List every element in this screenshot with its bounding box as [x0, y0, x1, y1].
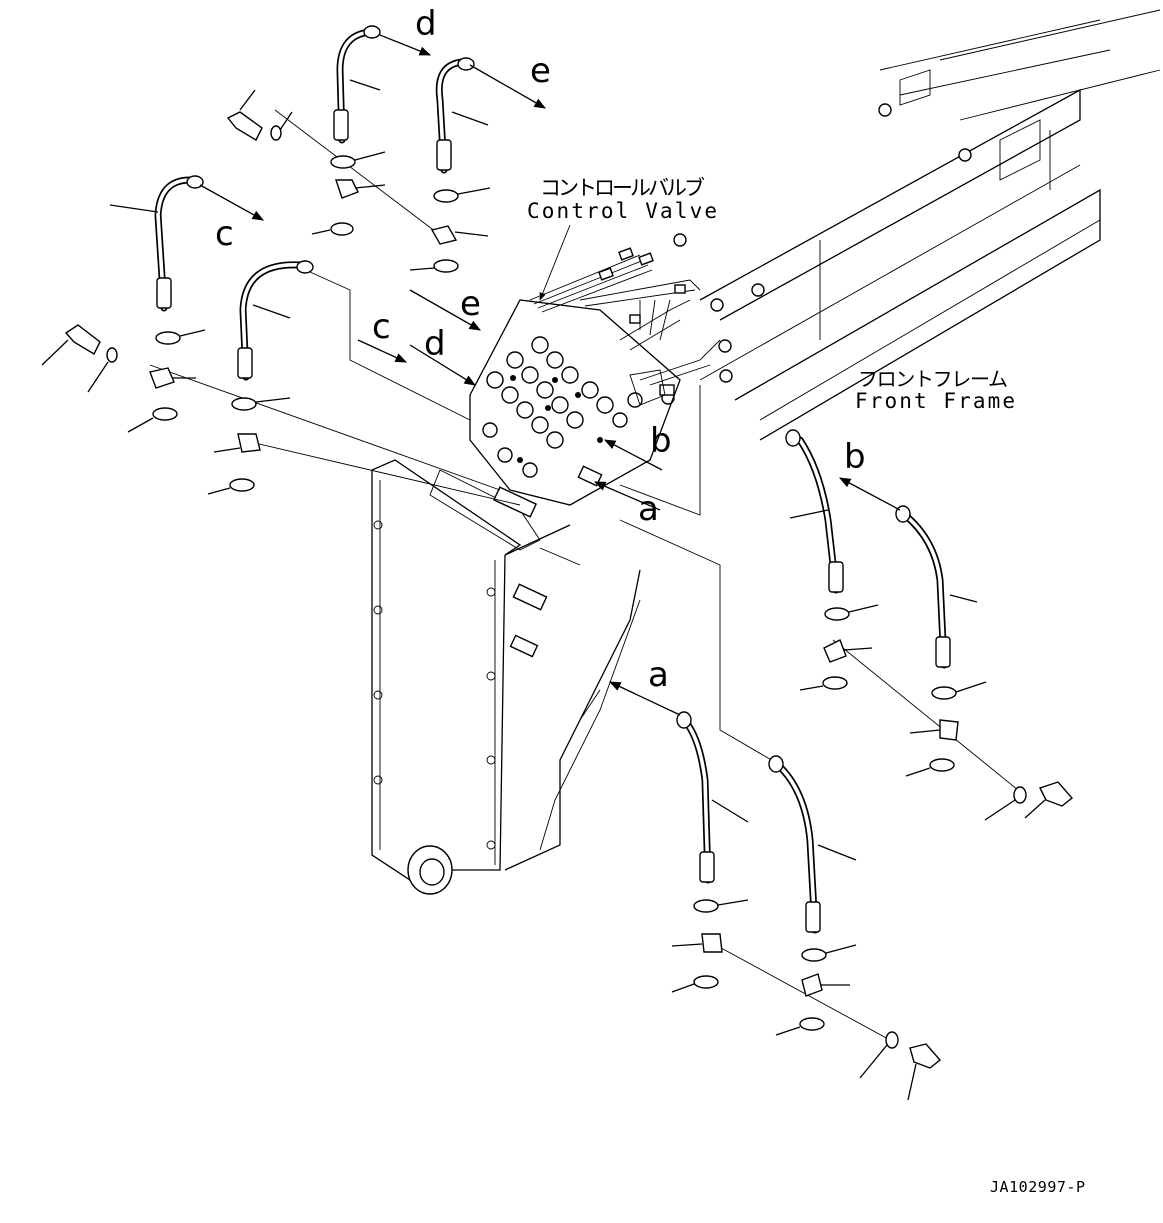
loader-tower — [371, 459, 641, 895]
o-ring — [330, 155, 356, 169]
o-ring — [799, 1017, 825, 1031]
front-frame: フロントフレーム Front Frame — [661, 9, 1161, 441]
tee-fitting — [801, 973, 823, 997]
hose-c-left: c — [109, 175, 265, 345]
control-valve-label-ja: コントロールバルブ — [540, 176, 705, 200]
o-ring — [801, 948, 827, 962]
valve-port-arrows-left: c d e — [357, 284, 482, 386]
control-valve: コントロールバルブ Control Valve — [469, 176, 721, 518]
label-a-right: a — [648, 655, 669, 695]
o-ring — [693, 975, 719, 989]
o-ring — [433, 259, 459, 273]
label-e-top: e — [530, 51, 551, 91]
tee-fitting — [823, 639, 847, 663]
label-c-center: c — [372, 307, 391, 347]
tee-fitting — [430, 225, 458, 245]
label-c-left: c — [215, 214, 234, 254]
bolt — [909, 1043, 942, 1069]
tee-fitting — [939, 719, 959, 741]
washer — [270, 125, 282, 141]
label-e-center: e — [460, 284, 481, 324]
hose-b-rear: b — [838, 437, 1074, 821]
o-ring — [929, 758, 955, 772]
drawing-id: JA102997-P — [990, 1178, 1085, 1196]
washer — [106, 347, 118, 363]
o-ring — [231, 397, 257, 411]
o-ring — [433, 189, 459, 203]
tee-fitting — [335, 179, 359, 199]
o-ring — [155, 331, 181, 345]
tee-fitting — [701, 933, 723, 953]
o-ring — [931, 686, 957, 700]
routing-lines — [149, 109, 1019, 1041]
washer — [885, 1031, 899, 1049]
washer — [1013, 786, 1027, 804]
fitting-set-left — [41, 324, 261, 495]
o-ring — [824, 607, 850, 621]
o-ring — [330, 222, 354, 236]
label-a-center: a — [638, 489, 659, 529]
control-valve-label-en: Control Valve — [527, 199, 717, 223]
o-ring — [152, 407, 178, 421]
valve-port-arrows-right: b a — [593, 421, 672, 529]
o-ring — [693, 899, 719, 913]
label-b-center: b — [650, 421, 672, 461]
hose-c-center — [231, 260, 314, 411]
bolt — [1039, 781, 1074, 807]
o-ring — [229, 478, 255, 492]
hose-b-front — [785, 429, 879, 691]
label-d-center: d — [424, 324, 446, 364]
hose-a-right — [768, 755, 942, 1101]
control-valve-leader — [539, 224, 571, 301]
tee-fitting — [237, 433, 261, 453]
fitting-set-top — [226, 89, 489, 273]
hose-d: d — [330, 4, 437, 169]
o-ring — [822, 676, 848, 690]
label-b-right: b — [844, 437, 866, 477]
front-frame-label-ja: フロントフレーム — [858, 367, 1008, 391]
hose-e: e — [433, 51, 551, 203]
valve-spool-stack — [482, 336, 643, 518]
tee-fitting — [149, 367, 175, 389]
label-d-top: d — [415, 4, 437, 44]
hose-a-left: a — [608, 655, 749, 993]
front-frame-label-en: Front Frame — [855, 389, 1015, 413]
